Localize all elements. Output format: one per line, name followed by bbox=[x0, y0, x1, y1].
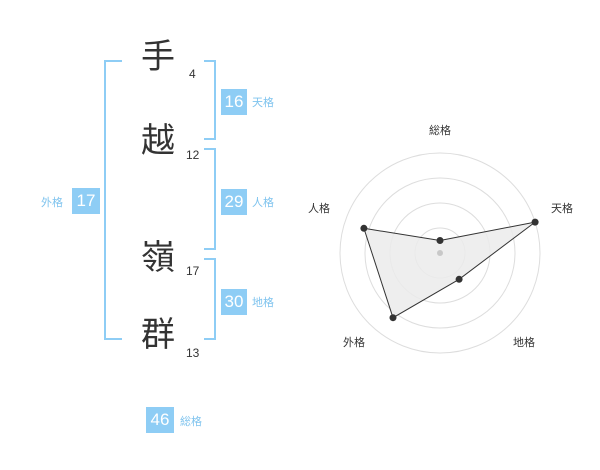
jinkaku-label: 人格 bbox=[252, 196, 274, 209]
tenkaku-label: 天格 bbox=[252, 96, 274, 109]
radar-point-0 bbox=[436, 237, 444, 244]
stroke-count-1: 4 bbox=[189, 67, 196, 81]
radar-point-4 bbox=[360, 224, 368, 232]
kanji-1: 手 bbox=[141, 37, 175, 77]
jinkaku-badge: 29 bbox=[221, 189, 247, 215]
radar-label-jinkaku: 人格 bbox=[308, 201, 330, 215]
chikaku-label: 地格 bbox=[252, 296, 274, 309]
gaikaku-label: 外格 bbox=[41, 196, 63, 209]
kanji-2: 越 bbox=[141, 121, 175, 161]
radar-label-tenkaku: 天格 bbox=[551, 201, 573, 215]
radar-point-2 bbox=[455, 275, 463, 283]
radar-point-3 bbox=[389, 314, 397, 322]
soukaku-label: 総格 bbox=[180, 415, 202, 428]
tenkaku-bracket bbox=[204, 60, 216, 140]
radar-label-gaikaku: 外格 bbox=[343, 335, 365, 349]
stroke-count-3: 17 bbox=[186, 264, 200, 278]
radar-area bbox=[363, 221, 536, 319]
radar-label-soukaku: 総格 bbox=[429, 123, 451, 137]
soukaku-badge: 46 bbox=[146, 407, 174, 433]
chikaku-bracket bbox=[204, 258, 216, 340]
stroke-count-4: 13 bbox=[186, 346, 200, 360]
kanji-4: 群 bbox=[141, 315, 175, 355]
radar-ring bbox=[364, 177, 516, 329]
kanji-3: 嶺 bbox=[141, 238, 175, 278]
jinkaku-bracket bbox=[204, 148, 216, 250]
chikaku-badge: 30 bbox=[221, 289, 247, 315]
radar-ring bbox=[339, 152, 541, 354]
radar-label-chikaku: 地格 bbox=[513, 335, 535, 349]
gaikaku-bracket bbox=[104, 60, 122, 340]
tenkaku-badge: 16 bbox=[221, 89, 247, 115]
radar-point-1 bbox=[531, 218, 539, 226]
radar-center-dot bbox=[437, 250, 443, 256]
gaikaku-badge: 17 bbox=[72, 188, 100, 214]
stroke-count-2: 12 bbox=[186, 148, 200, 162]
